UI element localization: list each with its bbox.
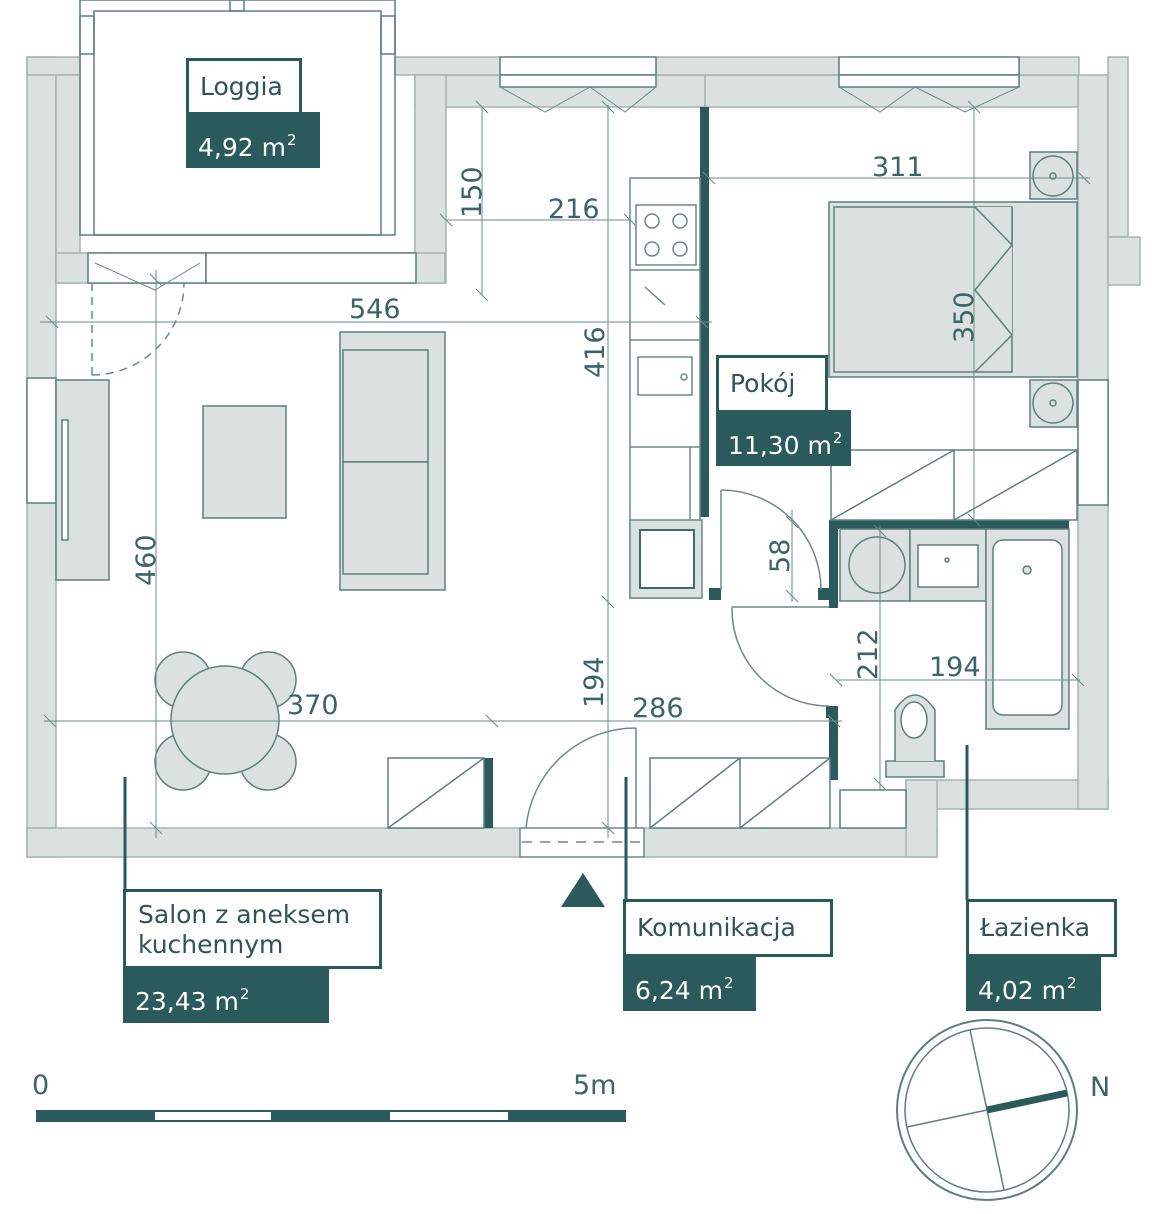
compass-north: N [1090,1072,1110,1103]
scale-end: 5m [573,1070,616,1101]
dim-194-hall: 194 [579,656,610,708]
dim-212: 212 [853,628,884,680]
doors [91,282,830,858]
label-salon: Salon z aneksem kuchennym [123,889,382,969]
label-komunikacja: Komunikacja [623,899,833,957]
dim-150: 150 [457,166,488,218]
label-komunikacja-text: Komunikacja [637,913,796,942]
area-loggia-exp: 2 [286,131,297,149]
label-loggia-text: Loggia [200,72,283,101]
entrance-arrow-icon [561,873,605,907]
windows [26,56,1109,506]
area-pokoj-exp: 2 [832,429,843,447]
dim-546: 546 [349,294,401,325]
area-komunikacja-exp: 2 [723,974,734,992]
bathroom-fixtures [839,528,1070,829]
label-salon-line2: kuchennym [138,930,284,959]
label-loggia: Loggia [186,58,302,116]
scale-start: 0 [32,1070,49,1101]
area-komunikacja-value: 6,24 m [635,976,723,1005]
area-salon-value: 23,43 m [135,987,239,1016]
dim-416: 416 [580,326,611,378]
area-pokoj: 11,30 m2 [716,410,851,466]
dim-311: 311 [872,152,924,183]
dim-350: 350 [949,291,980,343]
dimension-lines [40,100,1091,838]
dim-216: 216 [548,194,600,225]
area-salon-exp: 2 [239,985,250,1003]
area-loggia: 4,92 m2 [186,112,320,168]
area-komunikacja: 6,24 m2 [623,955,756,1011]
area-pokoj-value: 11,30 m [728,431,832,460]
accent-walls [484,107,1069,828]
kitchen-units [629,177,703,599]
scale-bar [36,1110,626,1122]
compass-icon [896,1019,1078,1201]
dim-370: 370 [287,690,339,721]
bedroom-furniture [828,151,1078,521]
loggia-balcony [79,0,396,236]
label-pokoj-text: Pokój [730,369,796,398]
area-lazienka-value: 4,02 m [978,976,1066,1005]
dim-286: 286 [632,693,684,724]
label-salon-line1: Salon z aneksem [138,900,351,929]
label-lazienka-text: Łazienka [980,913,1091,942]
window-swing-lines [94,86,1020,291]
dim-194-bath: 194 [929,652,981,683]
label-pokoj: Pokój [716,355,828,413]
salon-furniture [55,331,831,829]
dim-460: 460 [131,534,162,586]
label-leaders [123,745,969,900]
label-lazienka: Łazienka [966,899,1117,957]
area-salon: 23,43 m2 [123,966,329,1023]
area-lazienka: 4,02 m2 [966,955,1101,1011]
area-lazienka-exp: 2 [1066,974,1077,992]
dim-58: 58 [765,539,796,573]
area-loggia-value: 4,92 m [198,133,286,162]
